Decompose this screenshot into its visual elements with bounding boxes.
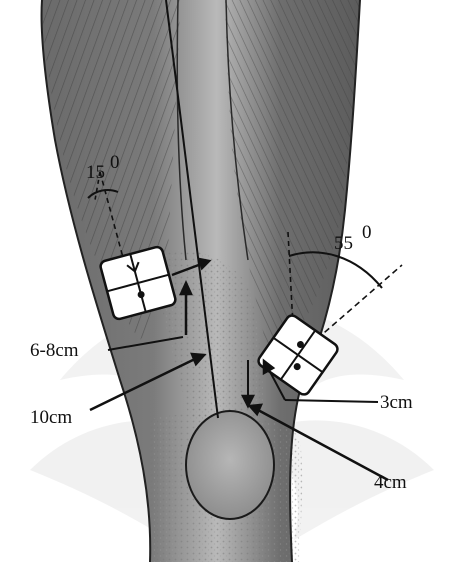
label-4cm: 4cm [374,472,407,493]
label-6-8cm: 6-8cm [30,340,79,361]
label-angle-15: 15 [86,162,105,183]
label-angle-15-degree: 0 [110,152,120,173]
label-angle-55: 55 [334,233,353,254]
label-3cm: 3cm [380,392,413,413]
patella [186,411,274,519]
label-angle-55-degree: 0 [362,222,372,243]
label-10cm: 10cm [30,407,72,428]
